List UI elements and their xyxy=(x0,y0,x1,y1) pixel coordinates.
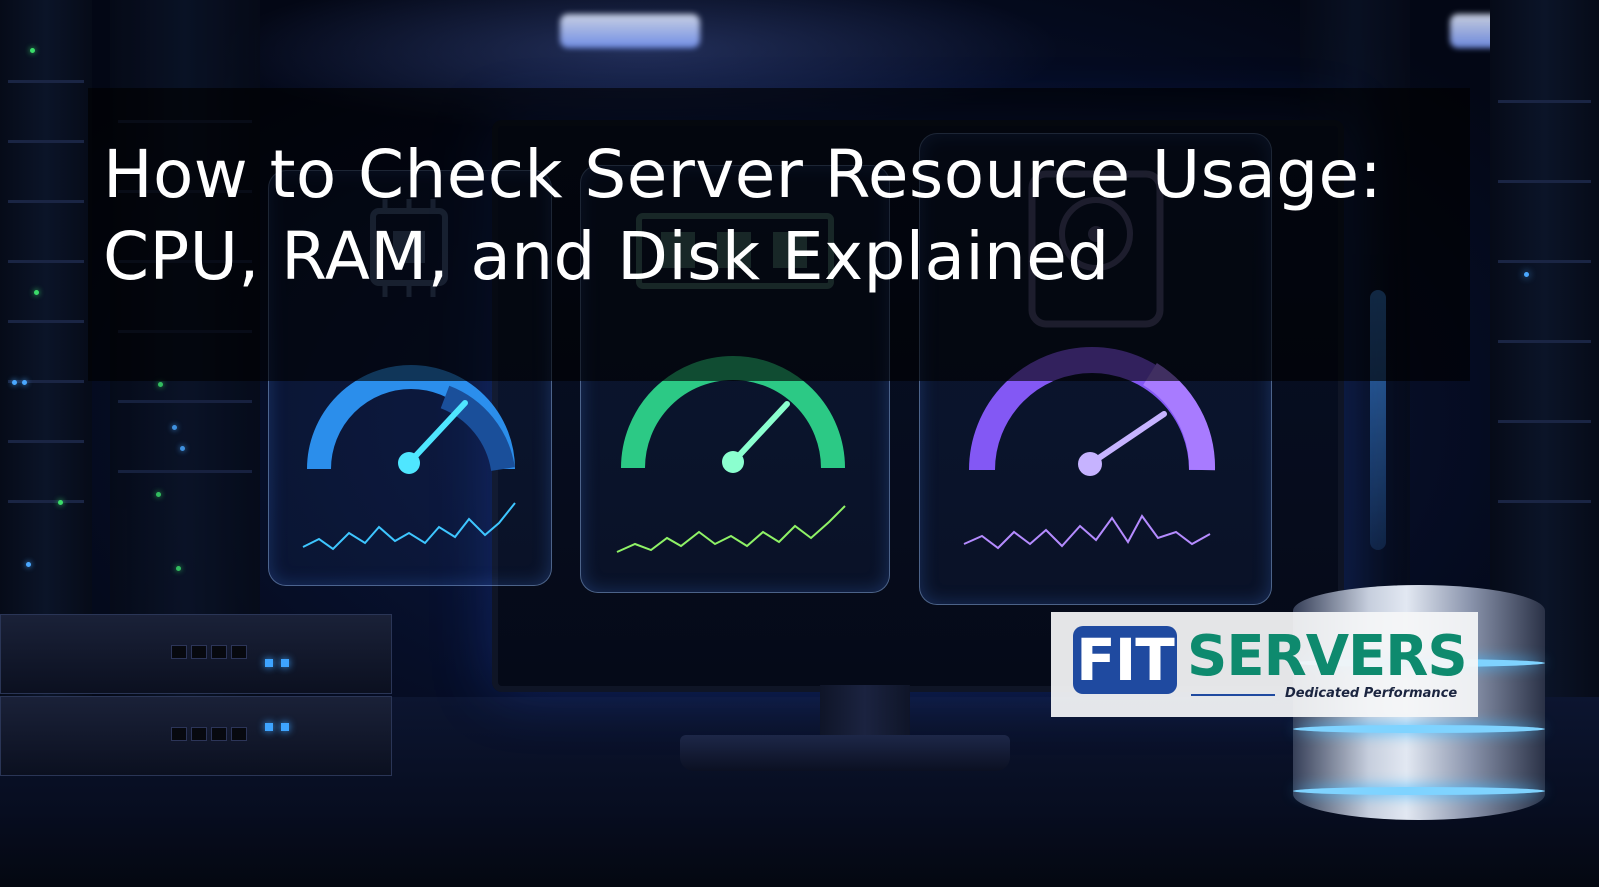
rack-servers xyxy=(0,610,392,780)
monitor-base xyxy=(680,735,1010,771)
logo-underline xyxy=(1191,694,1275,696)
brand-logo: FIT SERVERS Dedicated Performance xyxy=(1051,612,1478,717)
headline-line-1: How to Check Server Resource Usage: xyxy=(103,136,1383,213)
headline-backdrop xyxy=(88,88,1470,381)
logo-tagline: Dedicated Performance xyxy=(1285,686,1458,701)
logo-mark: FIT xyxy=(1073,626,1177,694)
ceiling-light xyxy=(560,14,700,48)
headline-line-2: CPU, RAM, and Disk Explained xyxy=(103,218,1110,295)
logo-name: SERVERS xyxy=(1187,624,1468,689)
